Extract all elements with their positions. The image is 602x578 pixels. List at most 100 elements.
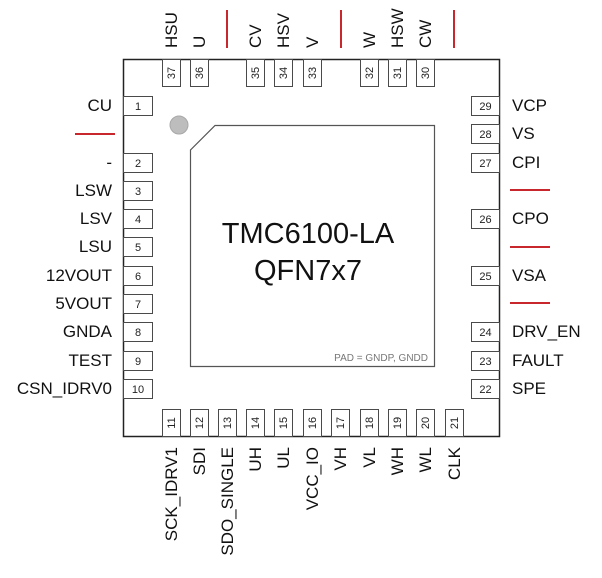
pin-box xyxy=(123,181,153,201)
pin-number: 22 xyxy=(479,384,491,396)
pin-box xyxy=(471,322,500,342)
pin-box xyxy=(274,59,293,87)
pin-box xyxy=(190,59,209,87)
pin-label: HSU xyxy=(162,12,181,48)
pin-26: 26 CPO xyxy=(471,209,549,229)
pin-28: 28 VS xyxy=(471,124,535,144)
pin-box xyxy=(246,59,265,87)
pin-label: CSN_IDRV0 xyxy=(17,379,112,398)
pin-number: 13 xyxy=(222,417,234,429)
pin-number: 14 xyxy=(250,417,262,429)
pin-label: SDI xyxy=(190,447,209,475)
pin-number: 33 xyxy=(307,67,319,79)
pin-label: U xyxy=(190,36,209,48)
pin-label: CPI xyxy=(512,153,540,172)
pin-number: 10 xyxy=(132,384,144,396)
pad-note: PAD = GNDP, GNDD xyxy=(334,353,428,364)
pin-box xyxy=(471,351,500,371)
pin-number: 37 xyxy=(166,67,178,79)
pin-label: SDO_SINGLE xyxy=(218,447,237,556)
pin-label: VCC_IO xyxy=(303,447,322,510)
pin-number: 1 xyxy=(135,101,141,113)
pin-label: WL xyxy=(416,447,435,473)
pin-number: 30 xyxy=(420,67,432,79)
pin-label: VCP xyxy=(512,96,547,115)
pin-37: 37 HSU xyxy=(162,12,181,87)
pin-label: VS xyxy=(512,124,535,143)
pin-label: WH xyxy=(388,447,407,475)
pin-box xyxy=(123,153,153,173)
pin-24: 24 DRV_EN xyxy=(471,322,581,342)
pin-label: 12VOUT xyxy=(46,266,112,285)
pin-box xyxy=(274,409,293,437)
pin-number: 16 xyxy=(307,417,319,429)
pin-box xyxy=(388,409,407,437)
pin-box xyxy=(123,294,153,314)
pin-label: HSV xyxy=(274,12,293,48)
pin-label: VL xyxy=(360,447,379,468)
separator-lines xyxy=(75,10,550,304)
pin-box xyxy=(471,209,500,229)
pin-box xyxy=(123,96,153,116)
pin-box xyxy=(162,409,181,437)
pin-box xyxy=(360,409,379,437)
pin-number: 8 xyxy=(135,327,141,339)
pin-number: 26 xyxy=(479,214,491,226)
pin-36: 36 U xyxy=(190,36,209,87)
pin-number: 36 xyxy=(194,67,206,79)
pin-3: 3 LSW xyxy=(75,181,153,201)
pin-number: 27 xyxy=(479,158,491,170)
pin-number: 5 xyxy=(135,242,141,254)
pin-box xyxy=(190,409,209,437)
pin-box xyxy=(123,237,153,257)
pin-34: 34 HSV xyxy=(274,12,293,87)
pin-label: LSW xyxy=(75,181,112,200)
pin-box xyxy=(388,59,407,87)
pin-box xyxy=(123,209,153,229)
pin-label: CV xyxy=(246,24,265,48)
pin-box xyxy=(471,379,500,399)
pin-number: 11 xyxy=(166,417,178,428)
pin-label: V xyxy=(303,36,322,48)
pin-label: CU xyxy=(87,96,112,115)
pin-30: 30 CW xyxy=(416,20,435,87)
pin-label: LSV xyxy=(80,209,113,228)
pin-27: 27 CPI xyxy=(471,153,540,173)
pin-number: 6 xyxy=(135,271,141,283)
pin-box xyxy=(123,351,153,371)
pin-number: 24 xyxy=(479,327,491,339)
pin-box xyxy=(303,409,322,437)
pin-label: FAULT xyxy=(512,351,564,370)
pin-box xyxy=(331,409,350,437)
pin-number: 23 xyxy=(479,356,491,368)
pin-box xyxy=(471,266,500,286)
pin-number: 9 xyxy=(135,356,141,368)
pin-33: 33 V xyxy=(303,36,322,87)
pin-label: DRV_EN xyxy=(512,322,581,341)
pin-number: 28 xyxy=(479,129,491,141)
pin-number: 34 xyxy=(278,67,290,79)
pin-number: 15 xyxy=(278,417,290,429)
pin-label: CW xyxy=(416,20,435,48)
pin-label: UL xyxy=(274,447,293,469)
pin-label: CPO xyxy=(512,209,549,228)
pin-number: 3 xyxy=(135,186,141,198)
pin-label: 5VOUT xyxy=(55,294,112,313)
pin-label: CLK xyxy=(445,446,464,480)
pin-number: 31 xyxy=(392,67,404,79)
